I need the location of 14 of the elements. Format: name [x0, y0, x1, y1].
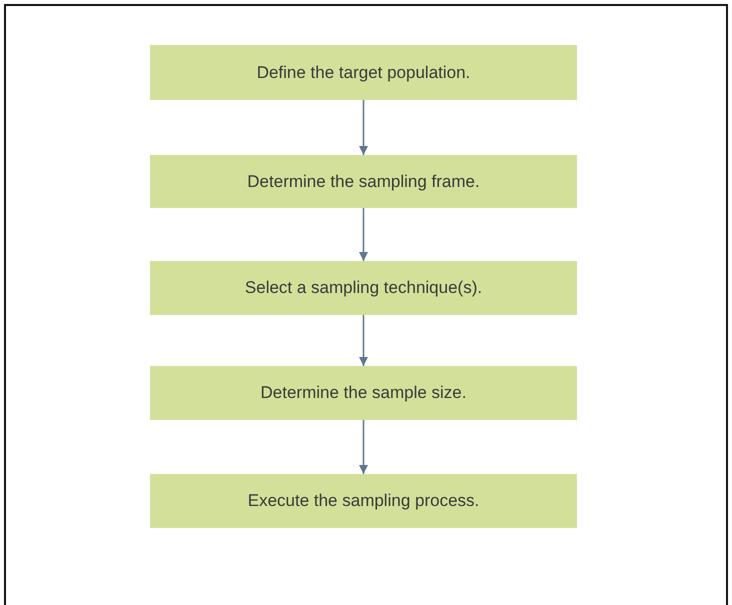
- step-text: Define the target population.: [256, 62, 470, 82]
- arrow: [359, 315, 368, 366]
- step-text: Determine the sampling frame.: [247, 172, 480, 192]
- arrow: [359, 100, 368, 155]
- process-box: [150, 155, 577, 208]
- step-text: Determine the sample size.: [260, 383, 466, 403]
- process-box: [150, 366, 577, 420]
- arrow: [359, 420, 368, 474]
- step-text: Execute the sampling process.: [248, 491, 480, 511]
- process-box: [150, 474, 577, 528]
- process-box: [150, 261, 577, 315]
- step-text: Select a sampling technique(s).: [244, 278, 482, 298]
- arrow: [359, 208, 368, 261]
- process-box: [150, 45, 577, 100]
